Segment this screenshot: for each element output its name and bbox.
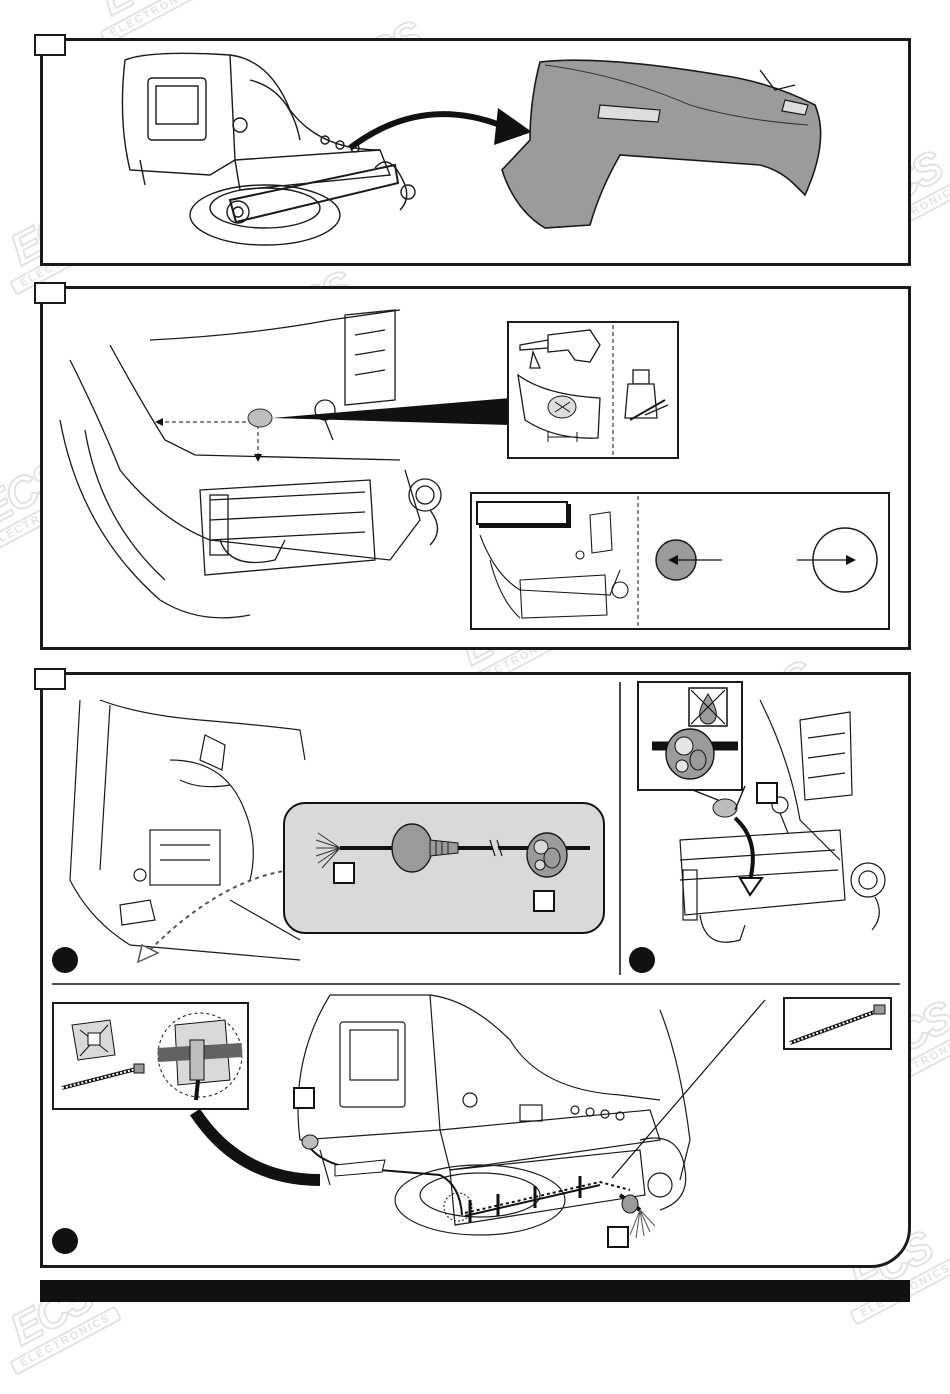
routing-marker-a	[293, 1087, 315, 1109]
drill-icon	[519, 329, 601, 369]
routing-marker-b	[607, 1226, 629, 1248]
substep-a-dot	[52, 947, 78, 973]
no-grease-icon	[699, 693, 717, 725]
cable-tie-icon	[61, 1063, 145, 1090]
seal-detail-illustration	[479, 496, 878, 626]
tie-detail-illustration	[61, 1012, 243, 1101]
step-3-panel	[40, 672, 911, 1268]
arrow-icon	[348, 111, 502, 151]
connector-marker-a	[333, 862, 355, 884]
tie-base-icon	[71, 1019, 116, 1061]
connector-callout-illustration	[315, 823, 590, 878]
step-1-number-box	[34, 34, 66, 56]
rear-bumper	[501, 59, 822, 229]
drill-detail-illustration	[517, 325, 669, 455]
footer-bar	[40, 1280, 910, 1302]
step-3-number-box	[34, 668, 66, 690]
grommet-install-illustration	[679, 699, 886, 943]
primer-bottle-icon	[624, 369, 669, 421]
seal-label-box	[476, 501, 568, 525]
step-2-number-box	[34, 282, 66, 304]
step-2-illustration	[59, 309, 510, 619]
grommet-marker	[756, 782, 778, 804]
routing-illustration	[189, 994, 886, 1239]
connector-marker-b	[533, 890, 555, 912]
no-grease-detail-illustration	[652, 687, 738, 780]
step-1-illustration	[121, 52, 822, 246]
substep-b-dot	[629, 947, 655, 973]
substep-c-dot	[52, 1228, 78, 1254]
step-3-illustration	[52, 682, 900, 985]
